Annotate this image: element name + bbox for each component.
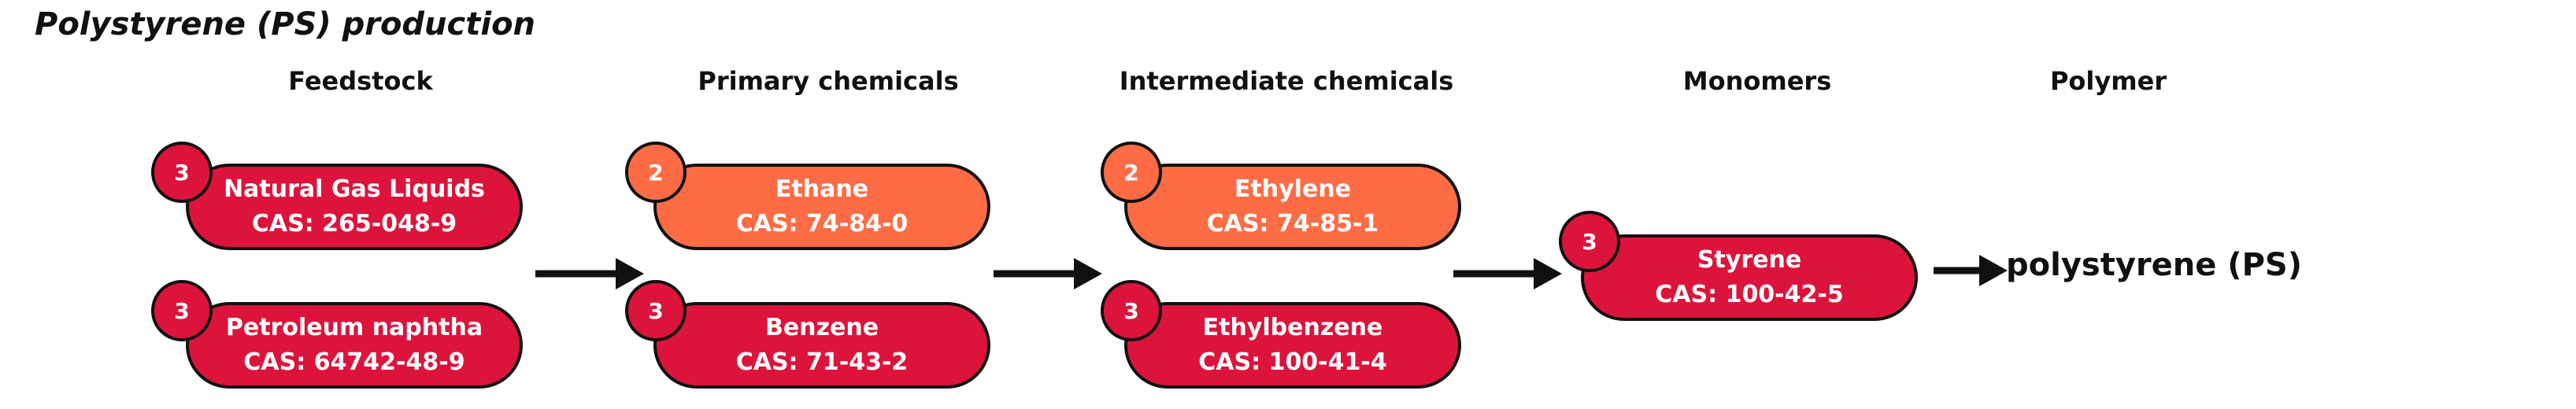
column-header-intermediate-chemicals: Intermediate chemicals <box>1119 66 1454 96</box>
node-cas: CAS: 64742-48-9 <box>243 348 465 376</box>
flow-arrow-icon <box>994 258 1102 289</box>
flow-arrow-icon <box>1934 255 2008 286</box>
node-badge: 3 <box>151 280 213 341</box>
flow-arrow-icon <box>1453 258 1562 289</box>
flow-arrow-icon <box>535 258 644 289</box>
node-name: Styrene <box>1697 246 1802 274</box>
node-badge: 3 <box>151 142 213 203</box>
node-badge: 3 <box>1559 211 1620 272</box>
node-badge: 2 <box>625 142 687 203</box>
node-name: Ethylbenzene <box>1202 314 1383 341</box>
node-cas: CAS: 100-42-5 <box>1655 281 1844 308</box>
node-cas: CAS: 74-84-0 <box>735 210 909 238</box>
column-header-monomers: Monomers <box>1682 66 1832 96</box>
node-cas: CAS: 74-85-1 <box>1206 210 1379 238</box>
node-name: Petroleum naphtha <box>225 314 483 341</box>
node-name: Natural Gas Liquids <box>224 175 485 203</box>
node-badge: 3 <box>1101 280 1162 341</box>
node-ethylene: Ethylene CAS: 74-85-1 <box>1124 164 1461 250</box>
node-name: Benzene <box>764 314 879 341</box>
column-header-polymer: Polymer <box>2049 66 2167 96</box>
node-name: Ethane <box>775 175 869 203</box>
node-cas: CAS: 71-43-2 <box>735 348 909 376</box>
node-name: Ethylene <box>1234 175 1352 203</box>
node-ethylbenzene: Ethylbenzene CAS: 100-41-4 <box>1124 302 1461 389</box>
column-header-primary-chemicals: Primary chemicals <box>698 66 959 96</box>
product-polystyrene: polystyrene (PS) <box>2006 247 2302 283</box>
diagram-title: Polystyrene (PS) production <box>35 6 536 42</box>
node-badge: 3 <box>625 280 687 341</box>
node-benzene: Benzene CAS: 71-43-2 <box>653 302 990 389</box>
node-natural-gas-liquids: Natural Gas Liquids CAS: 265-048-9 <box>186 164 523 250</box>
node-ethane: Ethane CAS: 74-84-0 <box>653 164 990 250</box>
node-styrene: Styrene CAS: 100-42-5 <box>1581 234 1918 321</box>
node-badge: 2 <box>1101 142 1162 203</box>
node-cas: CAS: 265-048-9 <box>251 210 457 238</box>
node-petroleum-naphtha: Petroleum naphtha CAS: 64742-48-9 <box>186 302 523 389</box>
column-header-feedstock: Feedstock <box>288 66 433 96</box>
node-cas: CAS: 100-41-4 <box>1198 348 1387 376</box>
